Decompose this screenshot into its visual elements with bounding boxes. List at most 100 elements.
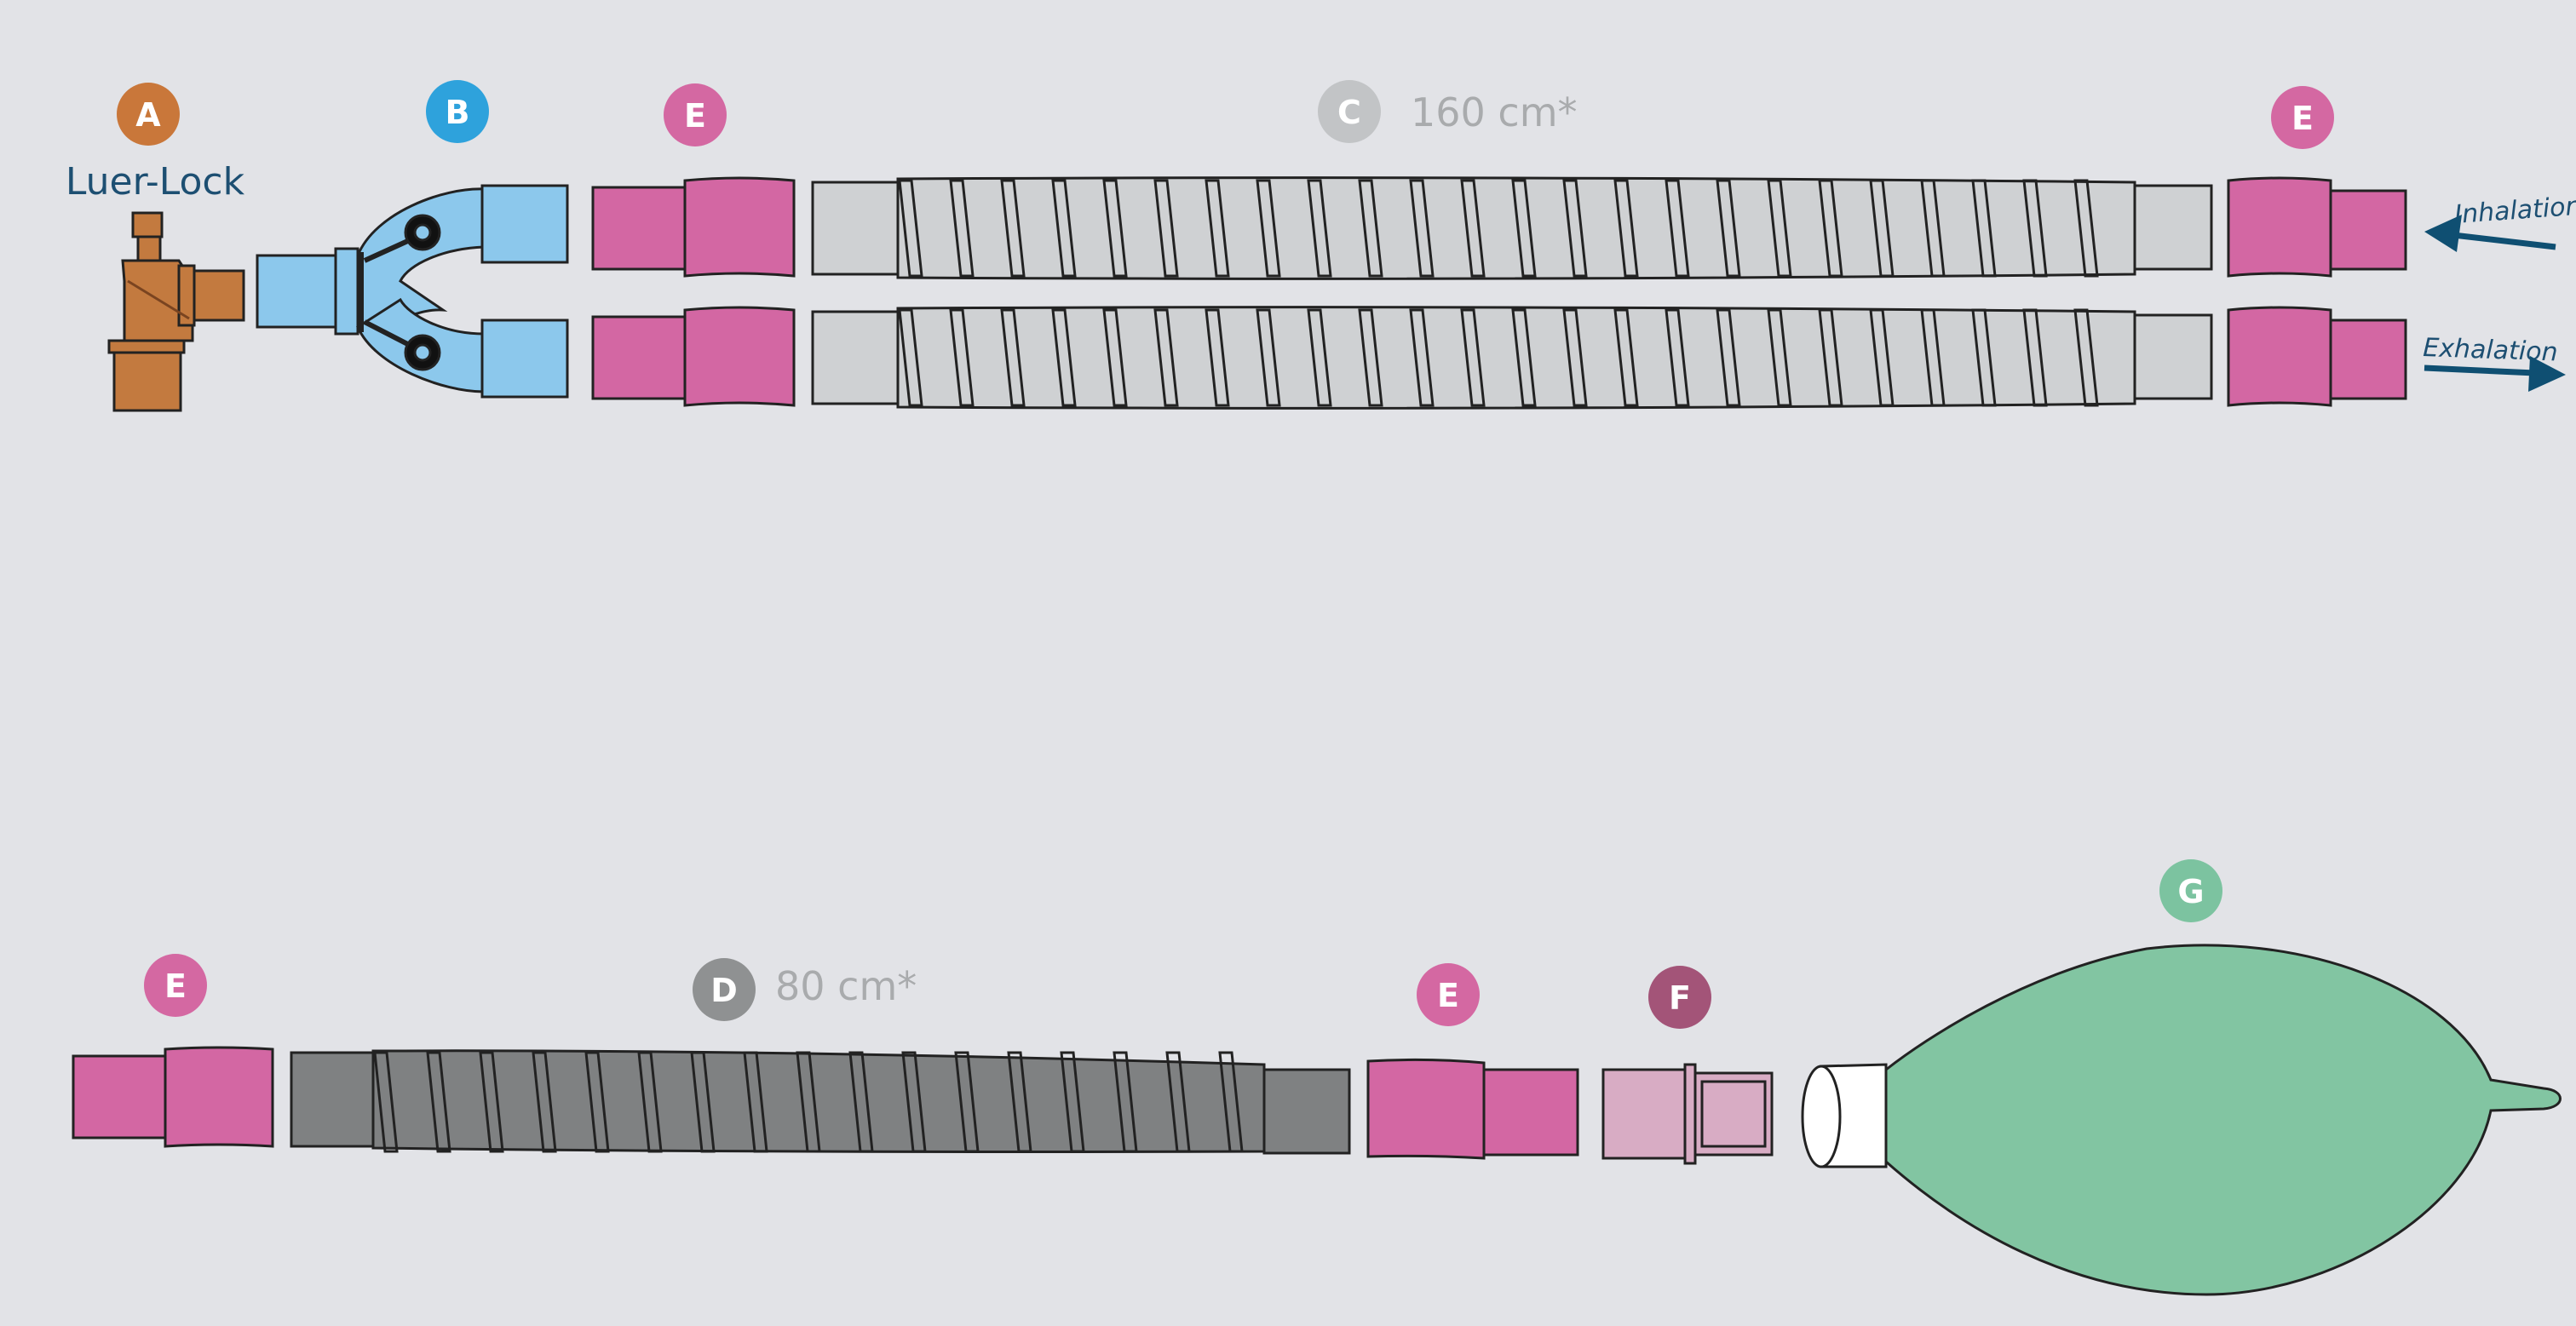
tube-ridge [1165,1051,1191,1153]
tube-ridge [1409,308,1435,407]
label-e-letter: E [164,967,187,1005]
tube-ridge [1971,179,1997,278]
label-a-circle [117,83,180,146]
part-f-adapter [1601,1063,1774,1165]
part-e-connector-right-upper [2227,176,2407,278]
tube-ridge [1205,308,1230,407]
tube-ridge [2073,179,2099,278]
tube-ridge [1767,179,1792,278]
part-e-connector-bottom-left [72,1046,274,1148]
part-e-connector-right-lower [2227,306,2407,407]
label-e-bottom-left: E [144,954,207,1017]
tube-ridge [1818,308,1843,407]
inhalation-arrow: Inhalation [2424,192,2576,252]
tube-ridge [743,1051,768,1153]
tube-ridge [2022,308,2048,407]
tube-ridge [1869,308,1895,407]
part-d-tube-80cm [290,1049,1351,1155]
label-a-letter: A [135,96,161,134]
label-b-letter: B [446,94,470,131]
tube-ridge [1613,179,1639,278]
label-e-circle [144,954,207,1017]
tube-ridge [1511,308,1537,407]
tube-ridge [1205,179,1230,278]
tube-ridge [1613,308,1639,407]
tube-ridge [1665,308,1690,407]
label-a: A [117,83,180,146]
tube-ridge [1102,308,1128,407]
label-c-circle [1318,80,1381,143]
tube-ridge [1256,308,1281,407]
tube-ridge [1409,179,1435,278]
label-e-circle [2271,86,2334,149]
tube-ridge [1113,1051,1138,1153]
label-g: G [2159,859,2222,922]
label-c-letter: C [1337,94,1361,131]
tube-ridge [949,179,975,278]
tube-ridge [954,1051,980,1153]
tube-ridge [426,1051,451,1153]
tube-ridge [2022,179,2048,278]
label-d: D [693,958,756,1021]
tube-ridge [796,1051,821,1153]
tube-ridge [1060,1051,1085,1153]
label-b-circle [426,80,489,143]
tube-ridge [1307,179,1332,278]
tube-ridge [901,1051,927,1153]
tube-ridge [898,179,923,278]
label-f: F [1648,966,1711,1029]
tube-ridge [1153,179,1179,278]
tube-ridge [1920,179,1946,278]
exhalation-arrow: Exhalation [2423,333,2566,392]
tube-ridge [1971,308,1997,407]
tube-ridge [373,1051,399,1153]
tube-ridge [1051,308,1077,407]
length-c-text: 160 cm* [1411,89,1578,135]
label-e-circle [1417,963,1480,1026]
tube-ridge [584,1051,610,1153]
tube-ridge [1716,308,1741,407]
part-e-connector-top-upper [591,176,796,278]
tube-ridge [949,308,975,407]
tube-ridge [690,1051,716,1153]
label-e-letter: E [684,97,706,135]
part-e-connector-bottom-mid [1366,1058,1579,1160]
tube-ridge [1000,308,1026,407]
tube-ridge [1358,308,1383,407]
part-c-tube-exhalation [811,306,2213,410]
label-b: B [426,80,489,143]
tube-ridges [373,1051,1244,1153]
label-f-circle [1648,966,1711,1029]
tube-ridge [532,1051,557,1153]
part-b-y-piece [256,184,569,399]
tube-ridge [1920,308,1946,407]
tube-ridge [1562,179,1588,278]
tube-ridge [898,308,923,407]
label-f-letter: F [1669,979,1691,1017]
part-a-luer-lock-elbow [107,211,245,412]
tube-ridge [1358,179,1383,278]
tube-ridge [1511,179,1537,278]
tube-ridge [1218,1051,1244,1153]
label-e-letter: E [2291,100,2314,137]
label-d-letter: D [710,972,738,1009]
part-e-connector-top-lower [591,306,796,407]
label-e-top-right: E [2271,86,2334,149]
part-g-breathing-bag [1801,944,2562,1296]
tube-ridge [1102,179,1128,278]
label-e-top-left: E [664,83,727,146]
tube-ridge [1562,308,1588,407]
tube-ridge [479,1051,504,1153]
tube-ridge [1000,179,1026,278]
tube-ridges [898,179,2099,278]
label-e-bottom-mid: E [1417,963,1480,1026]
tube-ridge [1716,179,1741,278]
tube-ridge [1007,1051,1032,1153]
tube-ridge [848,1051,874,1153]
tube-ridge [1460,179,1486,278]
label-e-letter: E [1437,977,1459,1014]
tube-ridge [637,1051,663,1153]
part-c-tube-inhalation [811,176,2213,280]
tube-ridge [1665,179,1690,278]
